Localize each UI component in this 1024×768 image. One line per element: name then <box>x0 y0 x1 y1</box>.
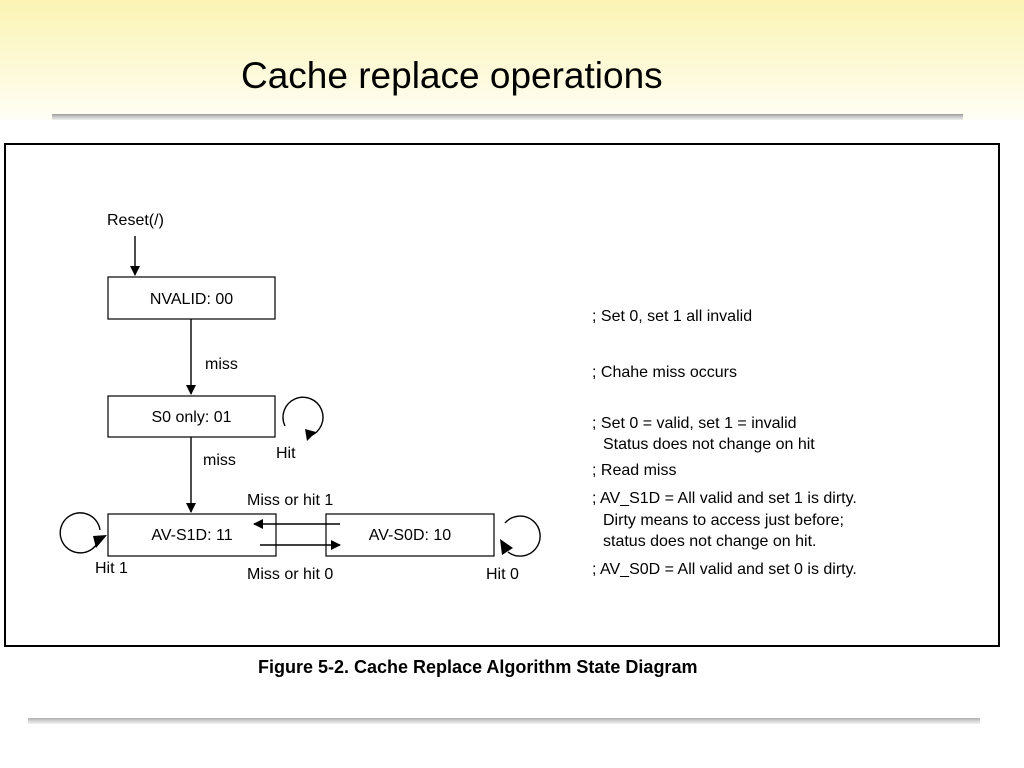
note-line: Status does not change on hit <box>603 436 815 453</box>
note-line: Dirty means to access just before; <box>603 512 844 529</box>
state-avs0d-label: AV-S0D: 10 <box>369 527 452 544</box>
state-nvalid <box>107 276 276 320</box>
self-loop-avs0d-arrowhead <box>500 539 513 555</box>
transition-miss-label-1: miss <box>205 356 238 373</box>
figure-caption: Figure 5-2. Cache Replace Algorithm Stat… <box>258 657 698 677</box>
title-divider <box>52 114 963 120</box>
transition-hit-1-label: Hit 1 <box>95 560 128 577</box>
self-loop-avs1d <box>59 512 101 554</box>
self-loop-avs1d-arrowhead <box>93 535 107 548</box>
self-loop-avs0d <box>504 515 541 557</box>
figure-frame <box>4 143 1000 647</box>
state-avs0d <box>325 513 495 557</box>
transition-miss-label-2: miss <box>203 452 236 469</box>
reset-label: Reset(/) <box>107 212 164 229</box>
self-loop-s0only-arrowhead <box>305 429 316 441</box>
note-line: ; AV_S1D = All valid and set 1 is dirty. <box>592 490 857 507</box>
note-line: ; Set 0 = valid, set 1 = invalid <box>592 415 797 432</box>
state-nvalid-label: NVALID: 00 <box>150 291 233 308</box>
transition-miss-or-hit-1-label: Miss or hit 1 <box>247 492 333 509</box>
note-line: ; Set 0, set 1 all invalid <box>592 308 752 325</box>
transition-hit-0-label: Hit 0 <box>486 566 519 583</box>
footer-divider <box>28 718 980 724</box>
note-line: ; Chahe miss occurs <box>592 364 737 381</box>
state-avs1d <box>107 513 277 557</box>
header-band <box>0 0 1024 120</box>
state-s0only <box>107 395 276 438</box>
self-loop-s0only <box>282 396 324 437</box>
state-avs1d-label: AV-S1D: 11 <box>151 527 232 544</box>
state-s0only-label: S0 only: 01 <box>151 409 231 426</box>
note-line: status does not change on hit. <box>603 533 816 550</box>
note-line: ; Read miss <box>592 462 676 479</box>
note-line: ; AV_S0D = All valid and set 0 is dirty. <box>592 561 857 578</box>
transition-hit-label: Hit <box>276 445 296 462</box>
transition-miss-or-hit-0-label: Miss or hit 0 <box>247 566 333 583</box>
slide-title: Cache replace operations <box>241 55 663 96</box>
